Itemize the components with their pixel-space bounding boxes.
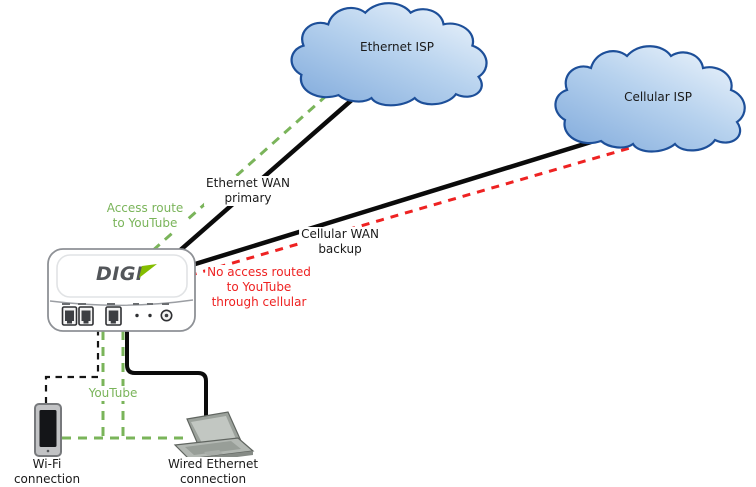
cellular-wan-link-line [178, 139, 592, 272]
router-top-bevel [56, 254, 188, 298]
phone-screen [39, 410, 57, 447]
access-route-label: Access route to YouTube [104, 201, 186, 231]
laptop-keyboard [185, 441, 241, 455]
port-label-mark [147, 303, 153, 305]
wired-ethernet-connection-label: Wired Ethernet connection [165, 457, 261, 487]
power-jack-icon [160, 309, 173, 322]
port-label-mark [62, 303, 70, 305]
router-brand-logo: DIGI [96, 263, 144, 285]
cellular-isp-cloud-label: Cellular ISP [624, 90, 692, 104]
cellular-wan-backup-label: Cellular WAN backup [299, 227, 381, 257]
ethernet-wan-primary-label: Ethernet WAN primary [204, 176, 292, 206]
reset-pinhole-icon [135, 313, 139, 318]
cellular-isp-cloud-shape [554, 45, 746, 153]
no-access-dashed-line [159, 146, 631, 286]
ethernet-isp-cloud-shape [290, 2, 488, 107]
phone-home-button-icon [46, 449, 50, 453]
ethernet-port-icon [78, 306, 94, 326]
cellular-isp-cloud [554, 45, 746, 153]
wifi-connection-label: Wi-Fi connection [11, 457, 83, 487]
ethernet-wan-link-line [167, 89, 364, 262]
laptop-screen [191, 416, 236, 443]
led-dot-icon [148, 313, 152, 318]
ethernet-port-icon [105, 306, 122, 326]
ethernet-isp-cloud-label: Ethernet ISP [360, 40, 434, 54]
port-label-mark [162, 303, 169, 305]
router-device: DIGI [47, 248, 196, 332]
no-access-label: No access routed to YouTube through cell… [205, 265, 313, 310]
port-label-mark [107, 303, 115, 305]
wired-ethernet-link-line [125, 329, 208, 421]
link-lines [44, 89, 631, 440]
laptop-touchpad [204, 450, 223, 456]
wifi-phone-device [34, 403, 62, 457]
youtube-route-label: YouTube [86, 386, 140, 401]
port-label-mark [78, 303, 86, 305]
router-front-edge [49, 299, 194, 306]
digi-logo-flag-icon [139, 264, 157, 278]
wifi-link-dashed-line [44, 329, 100, 406]
ethernet-port-icon [61, 306, 78, 326]
port-label-mark [133, 303, 139, 305]
ethernet-isp-cloud [290, 2, 488, 107]
laptop-device [173, 411, 255, 463]
